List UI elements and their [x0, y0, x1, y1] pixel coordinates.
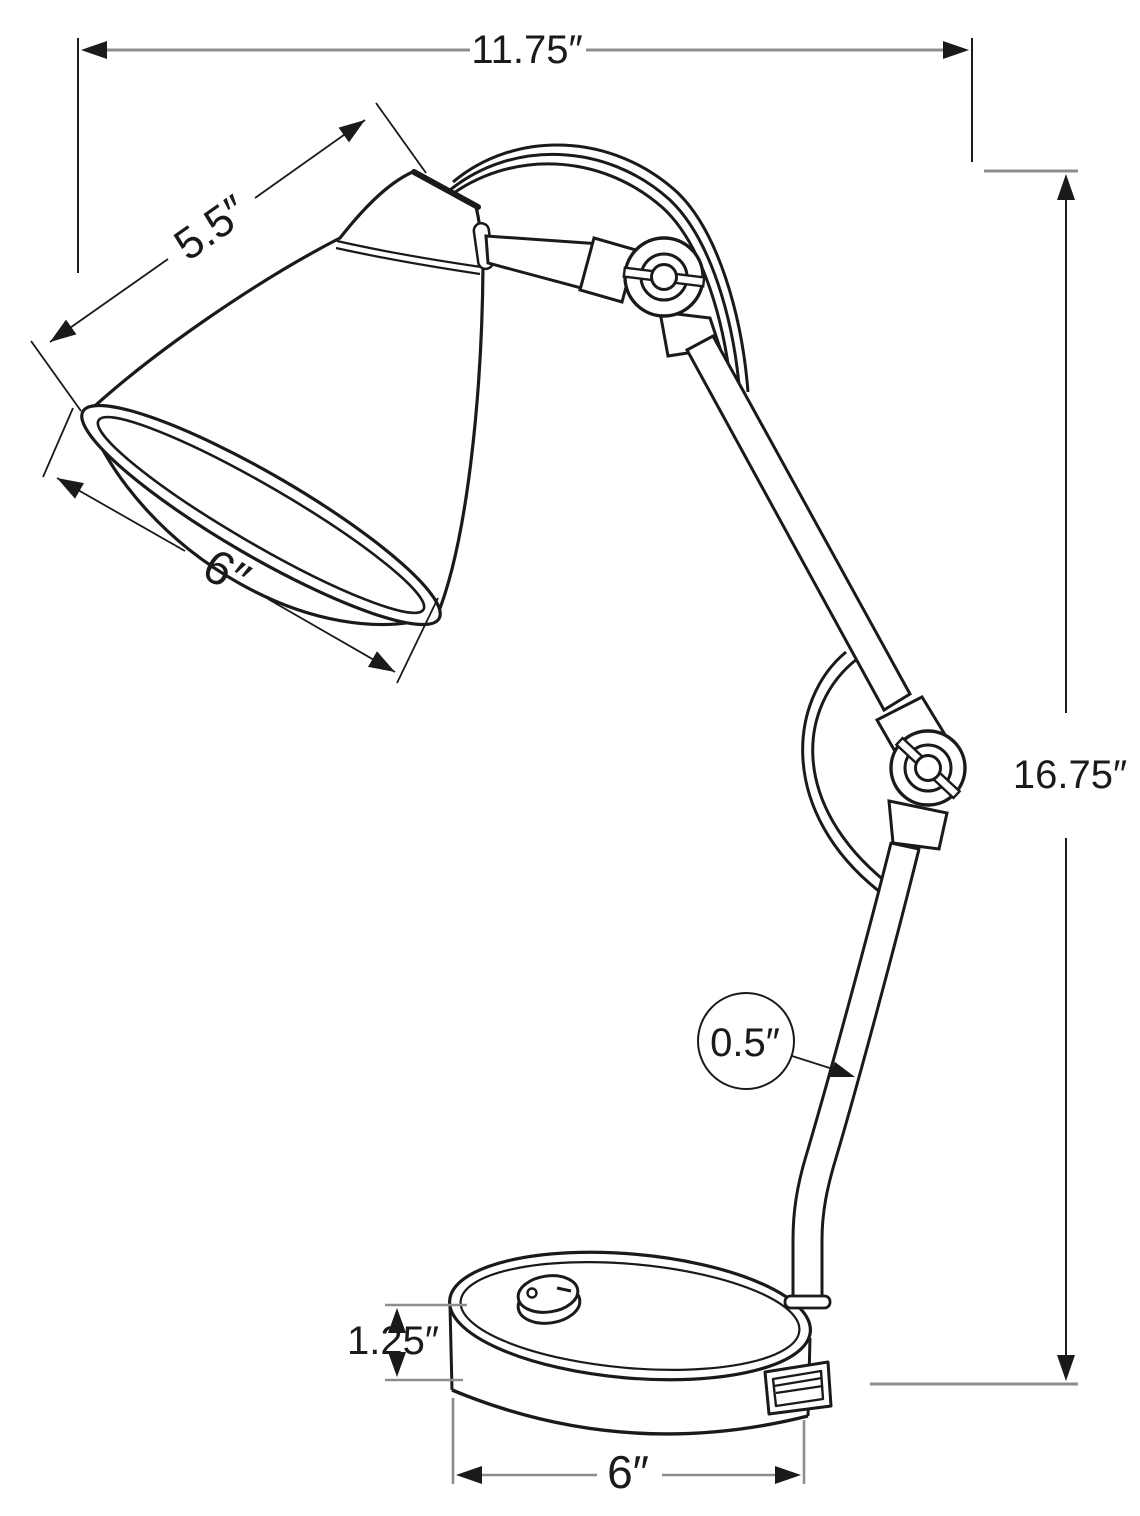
- joint2-block-lower: [887, 799, 949, 851]
- dim-base-height-label: 1.25″: [347, 1319, 439, 1363]
- dim-shade-slant-label: 5.5″: [166, 186, 257, 270]
- lamp-shade: [80, 169, 495, 627]
- arrow-leader: [829, 1061, 855, 1077]
- dim-base-diameter: 6″: [451, 1398, 806, 1498]
- dim-overall-width-label: 11.75″: [471, 28, 582, 72]
- dim-base-height: 1.25″: [347, 1303, 467, 1382]
- usb-port-inner: [771, 1369, 825, 1408]
- joint1-block-left: [578, 236, 638, 304]
- joint2-hub: [914, 754, 942, 782]
- shade-cap-seam-2: [335, 246, 481, 276]
- usb-port[interactable]: [763, 1360, 833, 1416]
- joint1-hub: [650, 263, 678, 291]
- power-switch[interactable]: [516, 1272, 583, 1327]
- arrow-lower-left: [50, 319, 77, 342]
- lamp-base: [448, 1250, 812, 1436]
- arrow-left: [81, 41, 107, 59]
- upper-joint-knob: [622, 236, 706, 318]
- shade-cap-top-edge: [411, 169, 481, 210]
- arrow-up: [1057, 174, 1075, 200]
- dim-arm-diameter-label: 0.5″: [710, 1021, 780, 1065]
- arrow-upper-left: [57, 478, 84, 499]
- shade-rim-inner: [96, 415, 426, 615]
- middle-arm: [684, 333, 913, 713]
- arrow-up: [388, 1308, 406, 1333]
- dim-overall-height: 16.75″: [870, 169, 1127, 1386]
- dim-arm-diameter: 0.5″: [697, 992, 855, 1090]
- lower-joint: [874, 695, 967, 851]
- arrow-down: [1057, 1355, 1075, 1381]
- power-cord-loop: [801, 650, 887, 894]
- stem-base-collar: [783, 1294, 832, 1310]
- power-cord-upper-arc: [446, 143, 750, 401]
- base-top-rim-inner: [459, 1261, 801, 1371]
- dim-overall-width: 11.75″: [77, 28, 973, 273]
- switch-off-mark: [526, 1287, 538, 1299]
- arrow-right: [775, 1466, 801, 1484]
- shade-cap-seam: [336, 239, 482, 269]
- callout-circle: [697, 992, 795, 1090]
- arrow-right: [943, 41, 969, 59]
- base-bottom-edge: [451, 1388, 809, 1436]
- usb-tongue: [773, 1376, 824, 1395]
- shade-rim-outer: [80, 403, 442, 627]
- arrow-left: [456, 1466, 482, 1484]
- switch-on-mark: [556, 1286, 572, 1293]
- dim-base-diameter-label: 6″: [607, 1446, 649, 1498]
- arrow-upper-right: [338, 120, 365, 143]
- dim-overall-height-label: 16.75″: [1013, 753, 1127, 797]
- arrow-down: [388, 1352, 406, 1377]
- lower-arm-stem: [783, 841, 921, 1310]
- base-left-wall: [448, 1305, 454, 1391]
- arrow-lower-right: [368, 651, 395, 672]
